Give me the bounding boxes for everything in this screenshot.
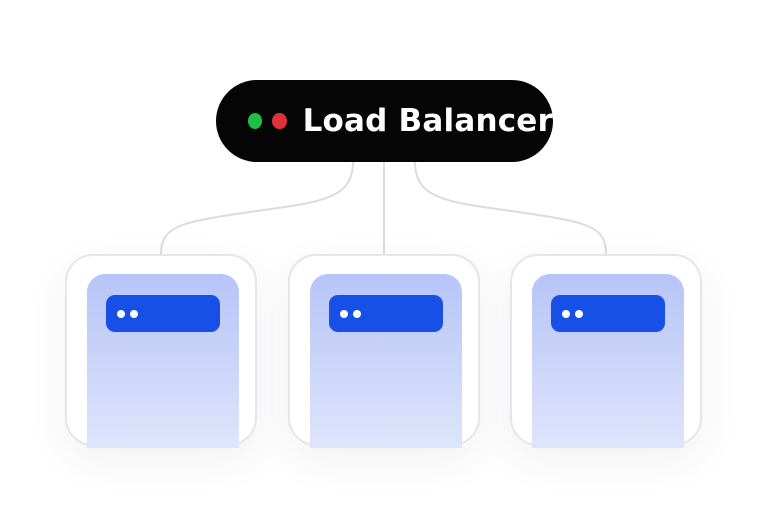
indicator-light [575,309,583,318]
indicator-light [117,309,125,318]
server-body [532,274,684,448]
load-balancer-label: Load Balancer [302,103,553,139]
indicator-light [130,309,138,318]
server-node-2[interactable] [288,254,480,448]
connector-left [160,161,354,255]
server-node-3[interactable] [510,254,702,448]
status-dot-red [272,113,287,129]
indicator-light [562,309,570,318]
server-node-1[interactable] [65,254,257,448]
server-status-bar [329,295,443,332]
indicator-light [340,309,348,318]
server-status-bar [106,295,220,332]
server-body [310,274,462,448]
server-status-bar [551,295,665,332]
server-body [87,274,239,448]
indicator-light [353,309,361,318]
load-balancer-node[interactable]: Load Balancer [216,80,553,162]
status-dot-green [248,113,263,129]
connector-right [414,161,607,255]
